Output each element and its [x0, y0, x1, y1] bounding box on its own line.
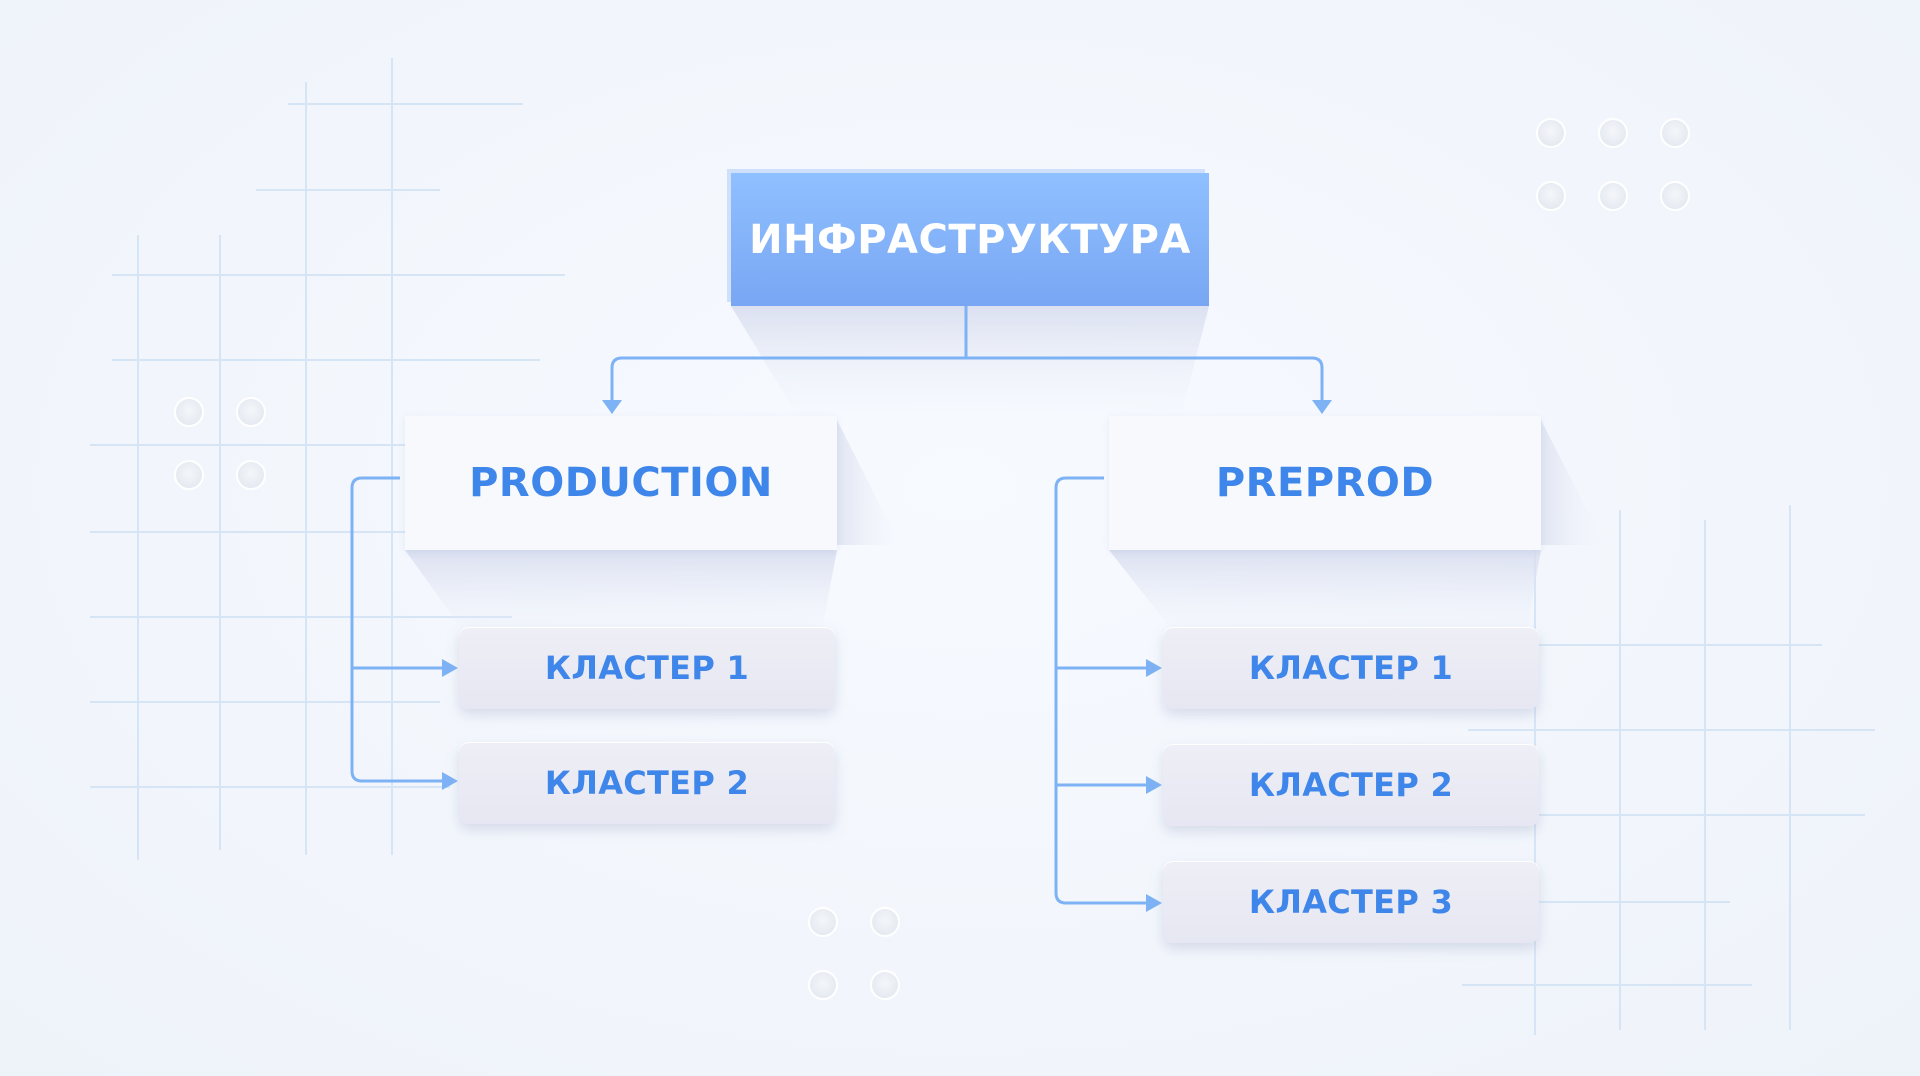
- production-cluster-1: КЛАСТЕР 1: [459, 627, 835, 709]
- cluster-label: КЛАСТЕР 1: [1248, 649, 1454, 687]
- preprod-cluster-1: КЛАСТЕР 1: [1163, 627, 1539, 709]
- arrow-to-preprod-cluster-2: [1146, 776, 1162, 794]
- decorative-dots: [174, 118, 1690, 1000]
- preprod-cluster-2: КЛАСТЕР 2: [1163, 744, 1539, 826]
- root-node-label: ИНФРАСТРУКТУРА: [749, 216, 1191, 263]
- environment-node-preprod: PREPROD: [1109, 416, 1541, 550]
- arrowheads: [442, 400, 1332, 912]
- environment-label: PREPROD: [1215, 460, 1435, 506]
- root-branch-connector: [610, 356, 1324, 412]
- production-cluster-connector: [350, 476, 445, 783]
- arrow-to-preprod-cluster-3: [1146, 894, 1162, 912]
- root-node-infrastructure: ИНФРАСТРУКТУРА: [731, 173, 1209, 306]
- arrow-to-preprod-cluster-1: [1146, 659, 1162, 677]
- cluster-label: КЛАСТЕР 3: [1248, 883, 1454, 921]
- environment-label: PRODUCTION: [469, 460, 773, 506]
- cluster-label: КЛАСТЕР 1: [544, 649, 750, 687]
- arrow-to-preprod: [1312, 400, 1332, 414]
- arrow-to-production: [602, 400, 622, 414]
- connectors: [350, 306, 1324, 905]
- cluster-label: КЛАСТЕР 2: [544, 764, 750, 802]
- preprod-cluster-3: КЛАСТЕР 3: [1163, 861, 1539, 943]
- preprod-cluster-connector: [1054, 476, 1150, 905]
- arrow-to-production-cluster-1: [442, 659, 458, 677]
- environment-node-production: PRODUCTION: [405, 416, 837, 550]
- box-shadows: [405, 306, 1605, 640]
- arrow-to-production-cluster-2: [442, 772, 458, 790]
- production-cluster-2: КЛАСТЕР 2: [459, 742, 835, 824]
- cluster-label: КЛАСТЕР 2: [1248, 766, 1454, 804]
